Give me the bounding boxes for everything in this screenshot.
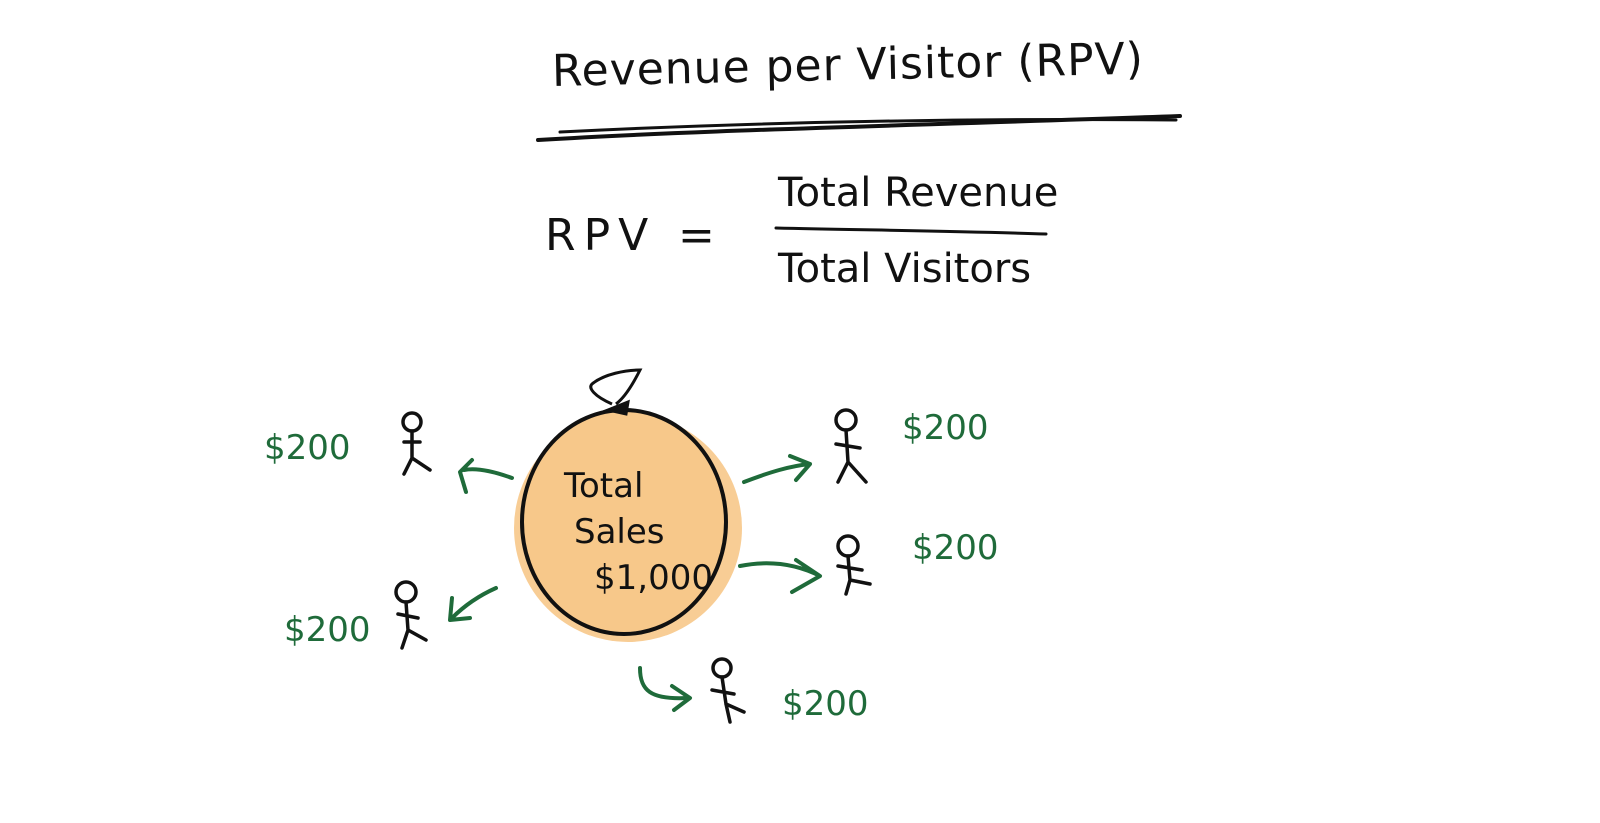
visitor-amount-bottom: $200 <box>782 684 869 724</box>
visitor-figure-top-left <box>401 411 432 476</box>
arrow-to-middle-right <box>738 558 822 594</box>
visitor-amount-top-right: $200 <box>902 408 989 448</box>
visitor-figure-bottom <box>710 657 746 724</box>
arrow-to-top-right <box>742 454 812 484</box>
visitor-amount-middle-right: $200 <box>912 528 999 568</box>
visitor-amount-top-left: $200 <box>264 428 351 468</box>
bag-label-line1: Total <box>564 466 644 506</box>
formula-numerator: Total Revenue <box>778 170 1059 216</box>
fraction-bar <box>774 226 1048 236</box>
visitor-figure-middle-right <box>836 534 872 596</box>
visitor-figure-top-right <box>834 408 868 484</box>
arrow-to-bottom-left <box>448 586 498 622</box>
bag-label-line2: Sales <box>574 512 665 552</box>
arrow-to-bottom <box>638 666 692 712</box>
formula-lhs: RPV <box>545 210 657 261</box>
bag-amount: $1,000 <box>594 558 713 598</box>
visitor-figure-bottom-left <box>394 580 428 650</box>
formula-denominator: Total Visitors <box>778 246 1032 292</box>
formula-equals: = <box>678 210 715 261</box>
visitor-amount-bottom-left: $200 <box>284 610 371 650</box>
title-underline-2 <box>558 118 1178 134</box>
arrow-to-top-left <box>458 458 514 494</box>
bag-knot <box>602 399 630 416</box>
bag-tie <box>589 368 643 406</box>
